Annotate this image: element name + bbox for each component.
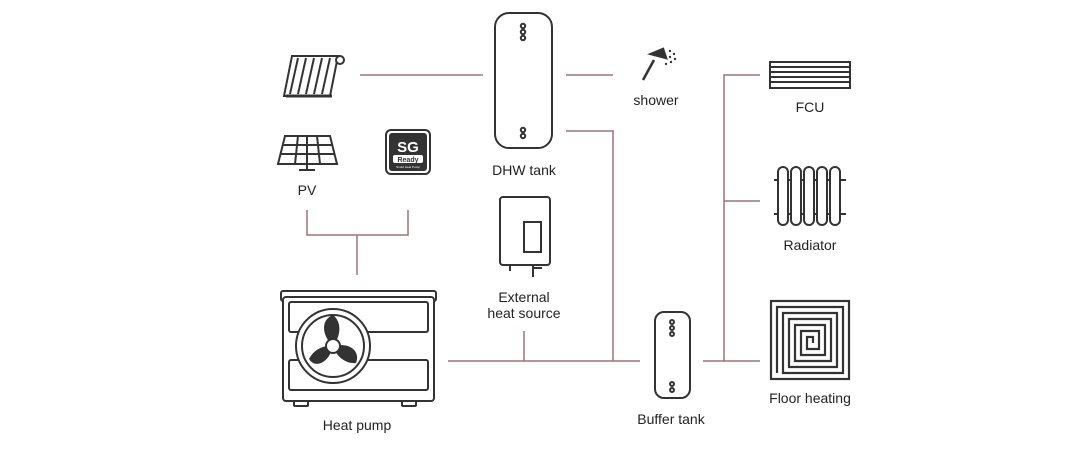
shower-label: shower [633, 92, 679, 108]
sg-badge-small: Ready [397, 157, 418, 164]
pipe-pv-sg [306, 210, 409, 236]
external-heat-source-label-line2: heat source [487, 305, 561, 321]
fcu-label: FCU [795, 99, 825, 115]
pv-panel-icon [276, 135, 339, 171]
solar-collector-icon [282, 55, 345, 98]
pv-label: PV [297, 182, 317, 198]
fcu-icon [769, 61, 851, 89]
heat-pump-icon [280, 290, 437, 407]
radiator-icon [774, 166, 846, 226]
heat-pump-label: Heat pump [322, 417, 392, 433]
radiator-label: Radiator [783, 237, 837, 253]
pipe-dhw-buffer [566, 130, 614, 361]
buffer-tank-label: Buffer tank [637, 411, 705, 427]
buffer-tank-icon [654, 311, 691, 399]
floor-heating-icon [769, 299, 851, 381]
shower-icon [641, 47, 677, 81]
dhw-tank-label: DHW tank [492, 162, 556, 178]
floor-heating-label: Floor heating [769, 390, 851, 406]
external-heat-source-icon [499, 196, 551, 277]
dhw-tank-icon [494, 12, 553, 149]
sg-badge-big: SG [397, 139, 419, 156]
sg-ready-badge: SG Ready Smart Heat Pump [385, 129, 431, 175]
pipes [306, 74, 760, 362]
sg-badge-tiny: Smart Heat Pump [396, 165, 420, 169]
external-heat-source-label-line1: External [498, 289, 550, 305]
pipe-emitter-riser [723, 74, 760, 361]
